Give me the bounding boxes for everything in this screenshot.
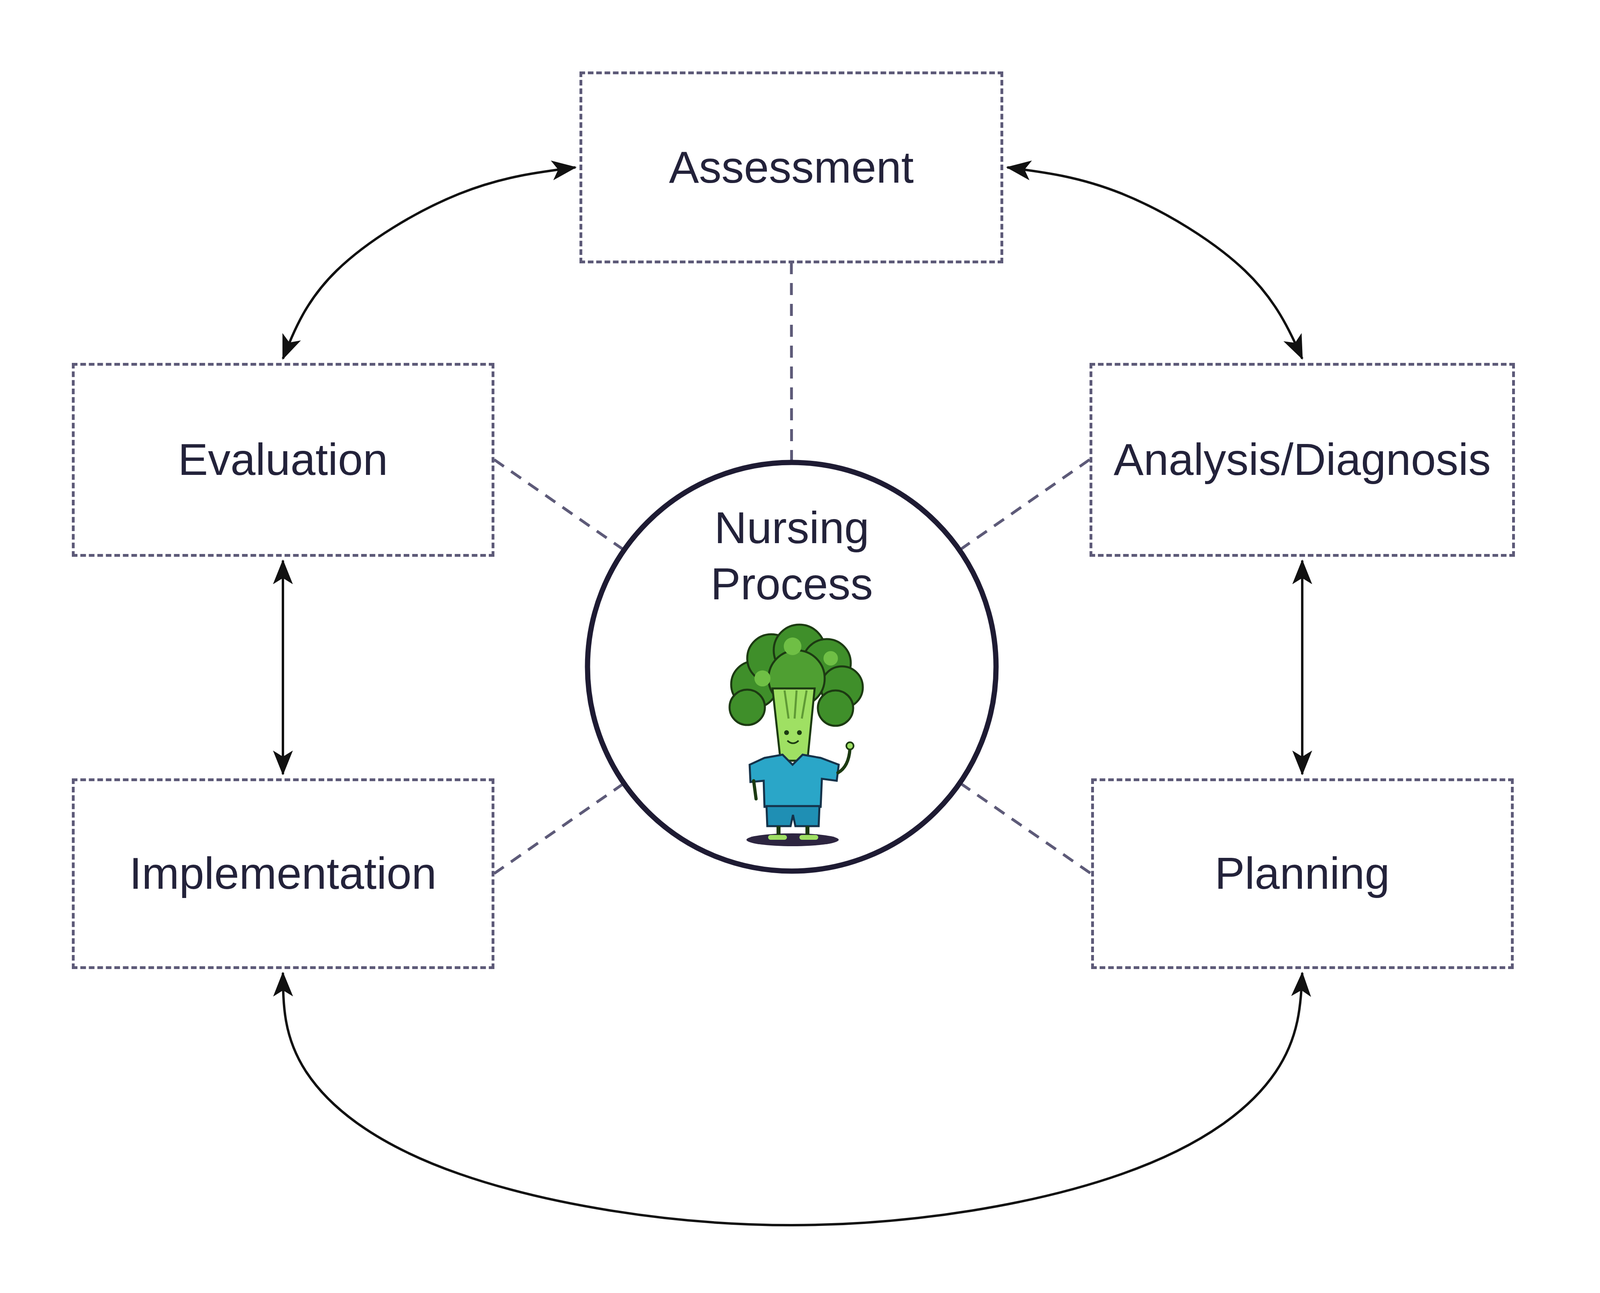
shadow: [746, 833, 839, 846]
cycle-arrow: [1007, 167, 1303, 359]
scrub-shorts: [766, 805, 820, 826]
dashed-link: [959, 459, 1090, 550]
left-arm: [753, 780, 757, 799]
node-label: Evaluation: [177, 431, 388, 488]
eye: [796, 729, 802, 735]
smile: [787, 740, 799, 744]
dashed-link: [494, 783, 625, 874]
hand: [846, 742, 854, 750]
process-box: Analysis/Diagnosis: [1089, 362, 1515, 557]
stem-lines: [784, 690, 807, 719]
process-box: Assessment: [579, 71, 1004, 264]
highlight: [783, 637, 802, 655]
highlight: [754, 670, 771, 687]
node-label: Planning: [1214, 845, 1390, 902]
legs: [778, 825, 808, 836]
highlight: [823, 650, 838, 666]
feet: [770, 834, 816, 840]
dashed-link: [494, 459, 625, 550]
cycle-arrow: [281, 560, 285, 775]
eye: [784, 729, 789, 735]
dashed-link: [960, 782, 1092, 874]
node-label: Assessment: [668, 139, 914, 196]
node-label: Implementation: [129, 845, 437, 902]
floret: [817, 690, 854, 726]
waving-arm: [837, 748, 850, 773]
process-circle: Nursing Process: [584, 459, 999, 874]
cycle-arrow: [282, 972, 1303, 1226]
broccoli-stem: [772, 688, 815, 761]
process-box: Implementation: [71, 778, 495, 969]
floret-highlights: [754, 637, 838, 687]
dashed-link: [790, 263, 793, 462]
process-box: Evaluation: [71, 362, 495, 557]
floret: [729, 689, 765, 725]
scrub-shirt: [749, 754, 839, 807]
node-label: Nursing Process: [679, 499, 905, 612]
cycle-arrow: [1301, 560, 1304, 775]
circle-border: [587, 462, 997, 871]
node-label: Analysis/Diagnosis: [1113, 431, 1491, 488]
cycle-arrow: [282, 167, 576, 359]
process-box: Planning: [1091, 778, 1514, 969]
